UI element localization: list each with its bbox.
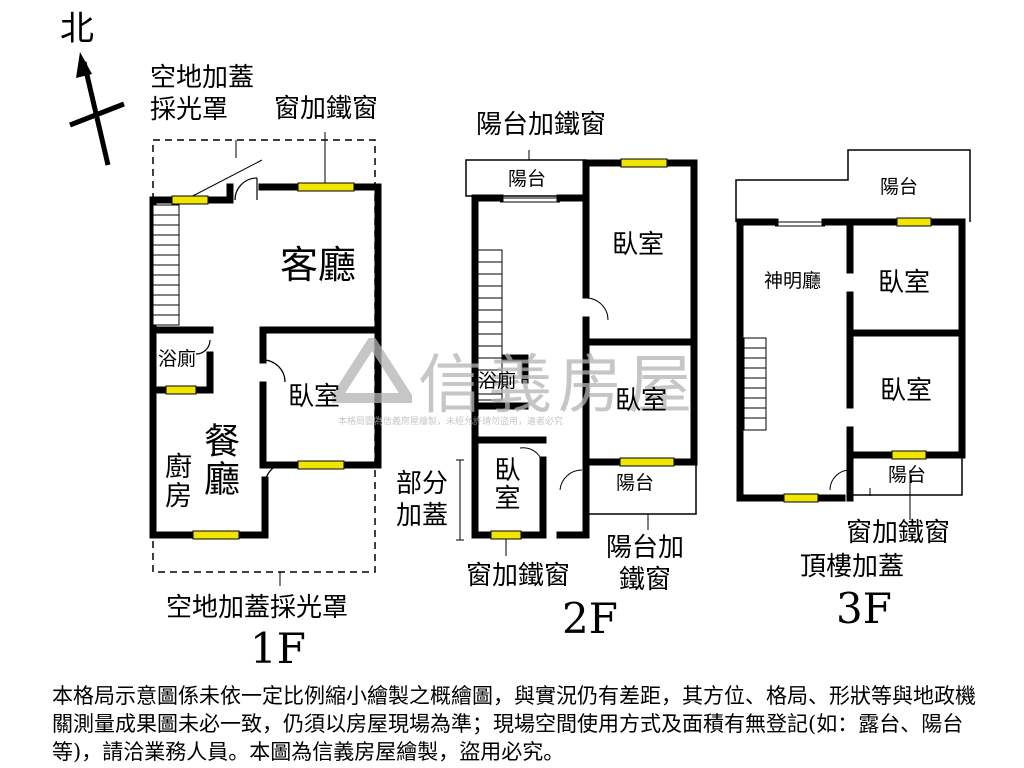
f2-note-balcony-bottom: 陽台加鐵窗: [605, 533, 684, 595]
f1-room-bath: 浴廁: [158, 348, 197, 370]
f3-note-window: 窗加鐵窗: [846, 518, 951, 548]
f3-room-balcony-bottom: 陽台: [888, 464, 927, 486]
floor1-plan: [149, 132, 382, 586]
brand-logo-icon: [332, 338, 412, 403]
f3-floor-label: 3F: [836, 584, 892, 633]
f1-room-kitchen: 廚房: [160, 452, 191, 510]
f1-note-top: 空地加蓋 採光罩: [150, 63, 255, 125]
watermark-sub: 本格局圖為信義房屋繪製，未經允許請勿盜用，違者必究: [338, 417, 564, 427]
watermark-brand: 信義房屋: [418, 349, 698, 423]
f1-note-bottom: 空地加蓋採光罩: [166, 593, 349, 623]
f1-room-bedroom: 臥室: [288, 382, 341, 412]
f1-floor-label: 1F: [250, 624, 306, 673]
f2-room-balcony-bottom: 陽台: [616, 472, 655, 494]
floor2-plan: [456, 150, 698, 556]
f1-room-dining: 餐廳: [198, 422, 239, 498]
f2-note-top: 陽台加鐵窗: [476, 110, 607, 140]
f2-room-bedroom-small: 臥室: [490, 456, 520, 512]
f2-room-bedroom-top: 臥室: [612, 230, 665, 260]
f2-room-balcony-top: 陽台: [508, 168, 547, 190]
f2-room-bath: 浴廁: [478, 370, 517, 392]
f3-room-bedroom-top: 臥室: [878, 268, 931, 298]
north-label: 北: [60, 9, 94, 49]
f2-room-bedroom-mid: 臥室: [615, 386, 668, 416]
f3-room-bedroom-mid: 臥室: [880, 376, 933, 406]
floor3-plan: [735, 149, 971, 520]
f2-floor-label: 2F: [562, 594, 618, 643]
f3-note-roof: 頂樓加蓋: [800, 552, 905, 582]
f1-note-window-top: 窗加鐵窗: [274, 94, 379, 124]
f2-note-window-bottom: 窗加鐵窗: [466, 561, 571, 591]
f1-room-living: 客廳: [280, 243, 357, 287]
f3-room-balcony-top: 陽台: [880, 176, 919, 198]
compass-arrow-icon: [69, 52, 125, 166]
f2-note-partial: 部分加蓋: [396, 469, 449, 531]
disclaimer-text: 本格局示意圖係未依一定比例縮小繪製之概繪圖，與實況仍有差距，其方位、格局、形狀等…: [52, 684, 976, 764]
f3-room-shrine: 神明廳: [764, 270, 822, 292]
